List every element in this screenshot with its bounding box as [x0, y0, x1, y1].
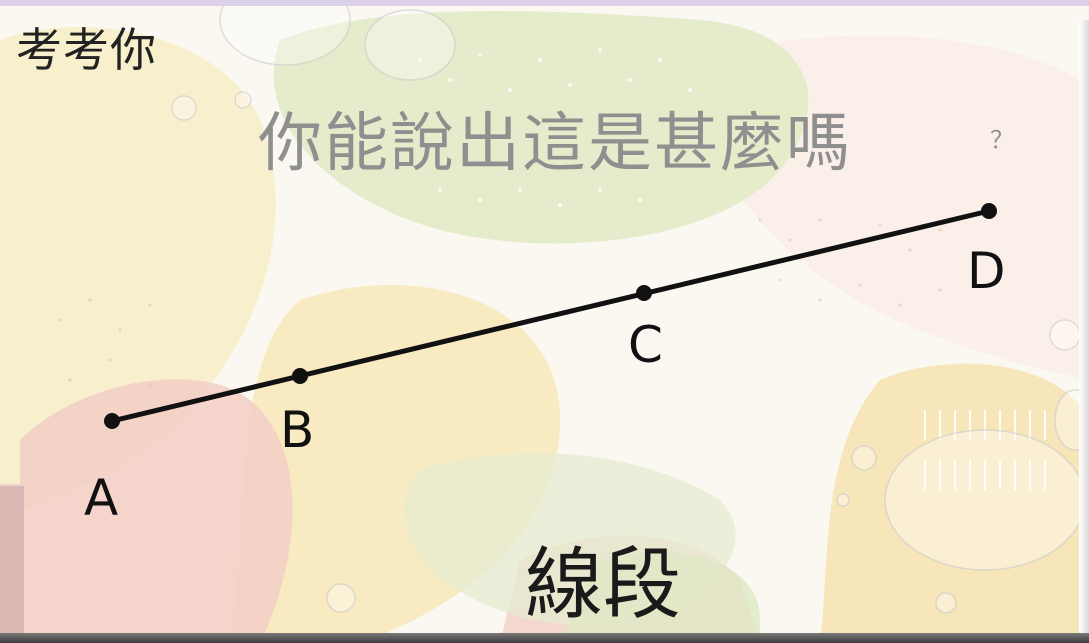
- point-label-a: A: [84, 469, 119, 527]
- slide-frame-left: [0, 484, 24, 643]
- question-mark: ？: [990, 126, 1014, 154]
- point-d-dot: [981, 203, 997, 219]
- line-segment: [109, 208, 992, 424]
- point-label-c: C: [628, 316, 663, 374]
- question-text: 你能說出這是甚麼嗎: [258, 107, 852, 181]
- answer-text: 線段: [525, 540, 682, 630]
- point-label-b: B: [280, 401, 315, 459]
- point-a-dot: [104, 413, 120, 429]
- slide-frame-bottom: [0, 633, 1089, 643]
- point-c-dot: [636, 285, 652, 301]
- slide-frame-right: [1079, 20, 1089, 643]
- corner-label: 考考你: [16, 23, 157, 77]
- point-label-d: D: [967, 242, 1006, 300]
- point-b-dot: [292, 368, 308, 384]
- slide-frame-top: [0, 0, 1089, 6]
